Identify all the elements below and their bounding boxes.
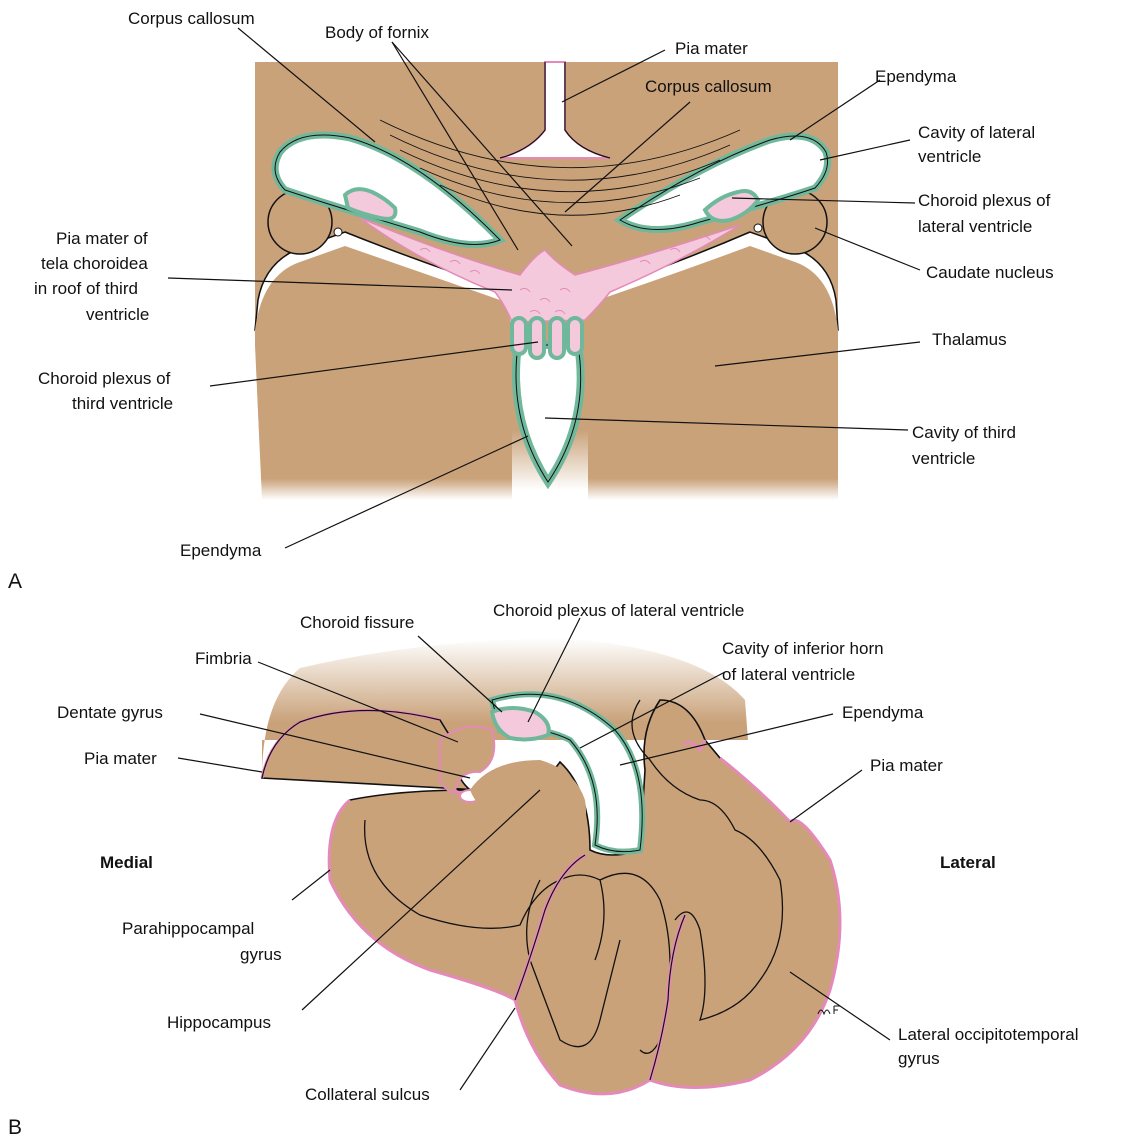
label-ependyma-bottom: Ependyma (180, 541, 262, 560)
panel-letter-b: B (8, 1116, 22, 1138)
label-choroid-fissure: Choroid fissure (300, 613, 414, 632)
label-corpus-callosum-2: Corpus callosum (645, 77, 772, 96)
label-cavity-inferior-2: of lateral ventricle (722, 665, 855, 684)
label-parahippocampal-2: gyrus (240, 945, 282, 964)
label-thalamus: Thalamus (932, 330, 1007, 349)
label-corpus-callosum-1: Corpus callosum (128, 9, 255, 28)
label-cavity-lateral-2: ventricle (918, 147, 981, 166)
label-cavity-third-1: Cavity of third (912, 423, 1016, 442)
label-tela-3: in roof of third (34, 279, 138, 298)
label-pia-mater-left: Pia mater (84, 749, 157, 768)
panel-letter-a: A (8, 570, 22, 593)
label-hippocampus: Hippocampus (167, 1013, 271, 1032)
label-body-of-fornix: Body of fornix (325, 23, 429, 42)
label-cavity-third-2: ventricle (912, 449, 975, 468)
label-caudate-nucleus: Caudate nucleus (926, 263, 1054, 282)
label-ependyma-top: Ependyma (875, 67, 957, 86)
label-lateral: Lateral (940, 853, 996, 872)
label-medial: Medial (100, 853, 153, 872)
panel-a-drawing (168, 28, 920, 548)
label-tela-4: ventricle (86, 305, 149, 324)
label-choroid-third-1: Choroid plexus of (38, 369, 171, 388)
panel-b-drawing (178, 618, 890, 1094)
label-choroid-lateral-2: lateral ventricle (918, 217, 1032, 236)
label-tela-1: Pia mater of (56, 229, 148, 248)
label-choroid-plexus-lateral: Choroid plexus of lateral ventricle (493, 601, 744, 620)
label-ependyma-b: Ependyma (842, 703, 924, 722)
label-collateral-sulcus: Collateral sulcus (305, 1085, 430, 1104)
label-lateral-occipitotemporal-2: gyrus (898, 1049, 940, 1068)
label-tela-2: tela choroidea (41, 254, 148, 273)
label-cavity-inferior-1: Cavity of inferior horn (722, 639, 884, 658)
label-choroid-third-2: third ventricle (72, 394, 173, 413)
label-dentate-gyrus: Dentate gyrus (57, 703, 163, 722)
label-parahippocampal-1: Parahippocampal (122, 919, 254, 938)
label-lateral-occipitotemporal-1: Lateral occipitotemporal (898, 1025, 1078, 1044)
label-fimbria: Fimbria (195, 649, 252, 668)
label-choroid-lateral-1: Choroid plexus of (918, 191, 1051, 210)
label-pia-mater-right: Pia mater (870, 756, 943, 775)
label-cavity-lateral-1: Cavity of lateral (918, 123, 1035, 142)
label-pia-mater-top: Pia mater (675, 39, 748, 58)
